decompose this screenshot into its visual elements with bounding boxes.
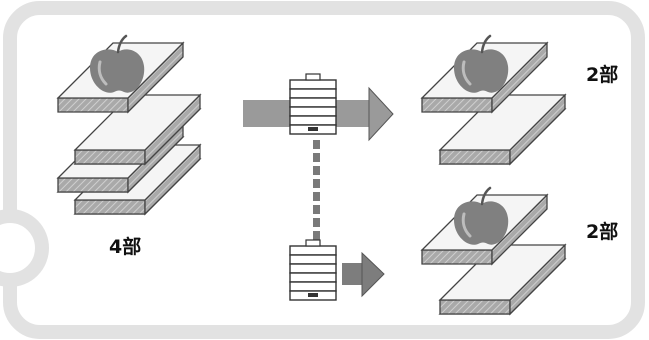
dashed-link [313, 140, 320, 240]
source-copies-label: 4部 [109, 236, 142, 258]
printer-icon-top [289, 73, 337, 135]
frame-notch [0, 209, 49, 287]
output-bottom-copies-label: 2部 [586, 221, 619, 243]
printer-icon-bottom [289, 239, 337, 301]
output-top-copies-label: 2部 [586, 64, 619, 86]
arrow-right-icon-bottom [342, 251, 385, 298]
